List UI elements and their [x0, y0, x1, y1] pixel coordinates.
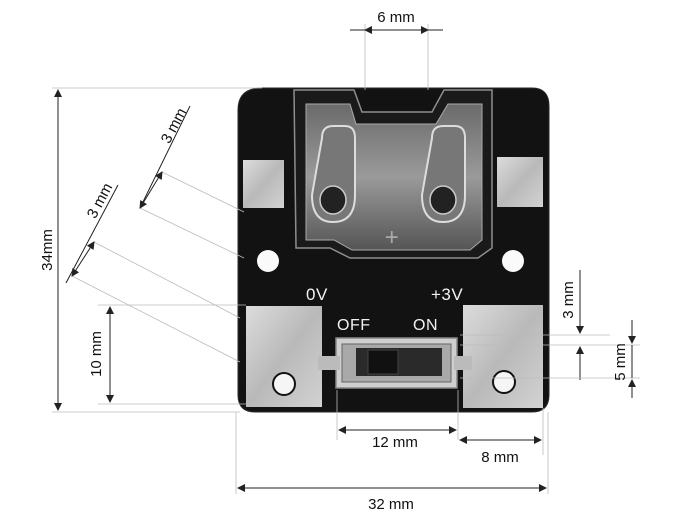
- switch-knob: [367, 349, 399, 375]
- left-mount-hole: [257, 250, 279, 272]
- bottom-right-hole: [492, 370, 516, 394]
- dim-switch-width-label: 12 mm: [372, 434, 418, 451]
- dim-right-pad: 8 mm: [459, 408, 544, 466]
- label-on: ON: [413, 317, 438, 334]
- dim-board-width: 32 mm: [235, 412, 549, 513]
- plus-symbol: +: [385, 224, 400, 251]
- coin-cell-holder: +: [293, 89, 493, 259]
- dim-top-width-label: 6 mm: [377, 9, 415, 26]
- dim-right-pad-label: 8 mm: [481, 449, 519, 466]
- label-off: OFF: [337, 317, 371, 334]
- label-0v: 0V: [306, 285, 328, 304]
- label-3v: +3V: [431, 285, 463, 304]
- dim-board-width-label: 32 mm: [368, 496, 414, 513]
- solder-pads: [243, 157, 543, 408]
- dim-switch-width: 12 mm: [336, 390, 459, 451]
- dim-top-width: 6 mm: [350, 9, 443, 90]
- dim-left-pad-label: 10 mm: [88, 331, 105, 377]
- slide-switch: [318, 337, 472, 389]
- dim-diag-upper-label: 3 mm: [158, 105, 191, 146]
- dim-height: 34mm: [39, 87, 262, 413]
- right-mount-hole: [502, 250, 524, 272]
- bottom-left-hole: [272, 372, 296, 396]
- dim-right-lower: 5 mm: [460, 320, 640, 398]
- dim-left-pad: 10 mm: [88, 304, 246, 405]
- dim-right-lower-label: 5 mm: [612, 343, 629, 381]
- dim-right-upper-label: 3 mm: [560, 281, 577, 319]
- top-right-pad: [497, 157, 543, 207]
- dim-diagonal: 3 mm 3 mm: [65, 105, 245, 363]
- top-left-pad: [243, 160, 284, 208]
- dim-height-label: 34mm: [39, 229, 56, 271]
- dim-diag-lower-label: 3 mm: [84, 180, 117, 221]
- dim-right-upper: 3 mm: [460, 270, 640, 380]
